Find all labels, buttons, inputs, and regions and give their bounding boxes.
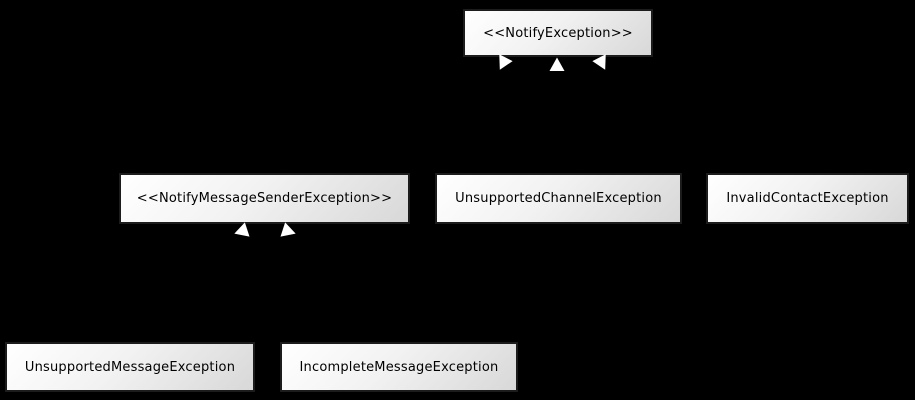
class-node-incomplete-message-exception[interactable]: IncompleteMessageException (280, 342, 518, 392)
class-node-label: <<NotifyException>> (483, 25, 633, 41)
class-node-label: InvalidContactException (726, 191, 889, 206)
generalization-arrowhead-icon (548, 57, 566, 72)
class-node-notify-exception[interactable]: <<NotifyException>> (463, 9, 653, 57)
generalization-arrowhead-icon (279, 221, 299, 243)
generalization-arrowhead-icon (492, 53, 515, 75)
class-node-unsupported-message-exception[interactable]: UnsupportedMessageException (5, 342, 255, 392)
class-node-label: UnsupportedMessageException (24, 359, 236, 375)
class-node-notify-message-sender-exception[interactable]: <<NotifyMessageSenderException>> (119, 173, 410, 224)
generalization-arrowhead-icon (591, 53, 614, 75)
class-node-label: <<NotifyMessageSenderException>> (136, 191, 393, 206)
generalization-arrowhead-icon (231, 221, 251, 243)
class-node-label: UnsupportedChannelException (455, 191, 662, 206)
class-node-label: IncompleteMessageException (299, 359, 499, 375)
class-node-invalid-contact-exception[interactable]: InvalidContactException (706, 173, 909, 224)
class-node-unsupported-channel-exception[interactable]: UnsupportedChannelException (435, 173, 682, 224)
